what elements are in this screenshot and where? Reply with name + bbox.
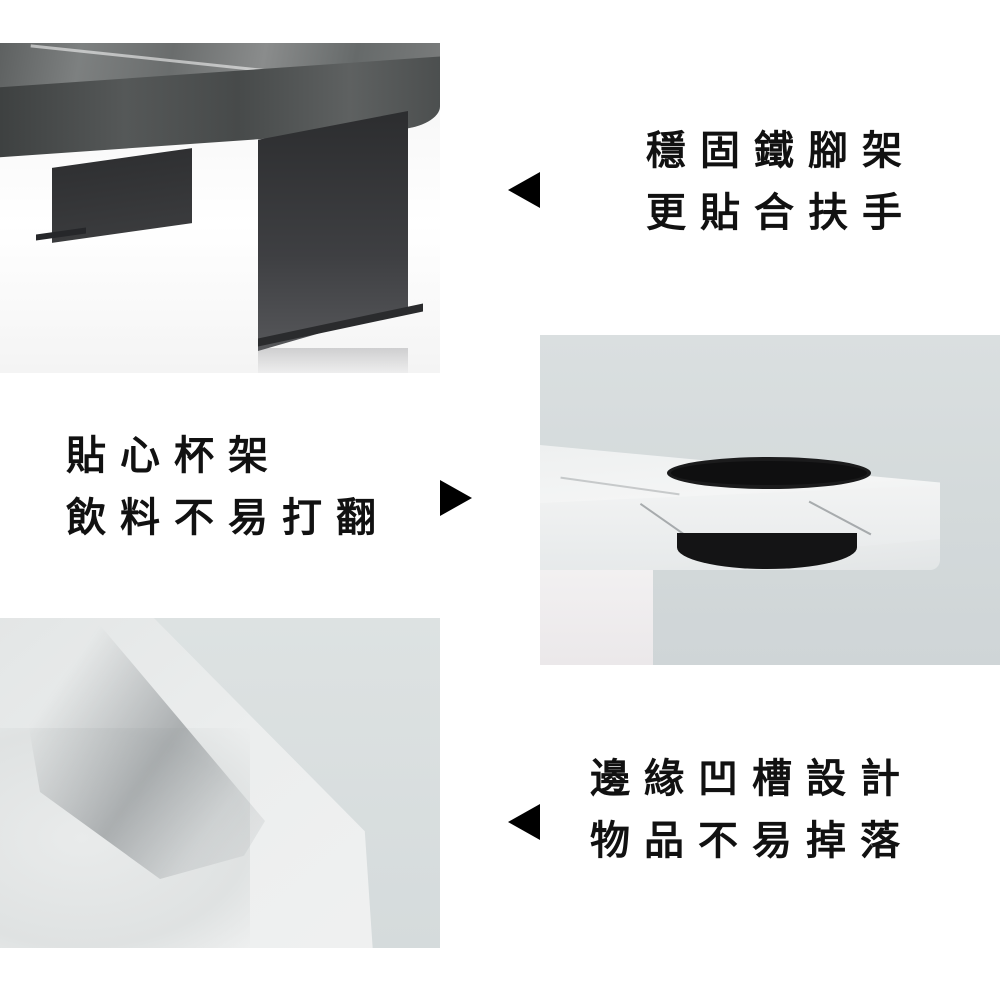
steel-legs-photo — [0, 43, 440, 373]
caption-line-2: 物品不易掉落 — [590, 817, 914, 864]
cup-holder-rim — [667, 457, 871, 489]
left-triangle-icon — [508, 172, 540, 208]
left-triangle-icon — [508, 804, 540, 840]
caption-line-2: 更貼合扶手 — [646, 189, 916, 236]
cup-holder-base — [677, 533, 857, 569]
caption-line-2: 飲料不易打翻 — [66, 494, 390, 541]
caption-cup-holder: 貼心杯架 飲料不易打翻 — [66, 425, 390, 549]
white-stand — [540, 570, 653, 665]
cup-holder-photo — [540, 335, 1000, 665]
right-triangle-icon — [440, 480, 472, 516]
leg-reflection — [258, 348, 408, 373]
caption-line-1: 穩固鐵腳架 — [646, 127, 916, 174]
groove-edge-photo — [0, 618, 440, 948]
caption-steel-legs: 穩固鐵腳架 更貼合扶手 — [646, 120, 916, 244]
caption-groove: 邊緣凹槽設計 物品不易掉落 — [590, 748, 914, 872]
caption-line-1: 貼心杯架 — [66, 432, 282, 479]
caption-line-1: 邊緣凹槽設計 — [590, 755, 914, 802]
